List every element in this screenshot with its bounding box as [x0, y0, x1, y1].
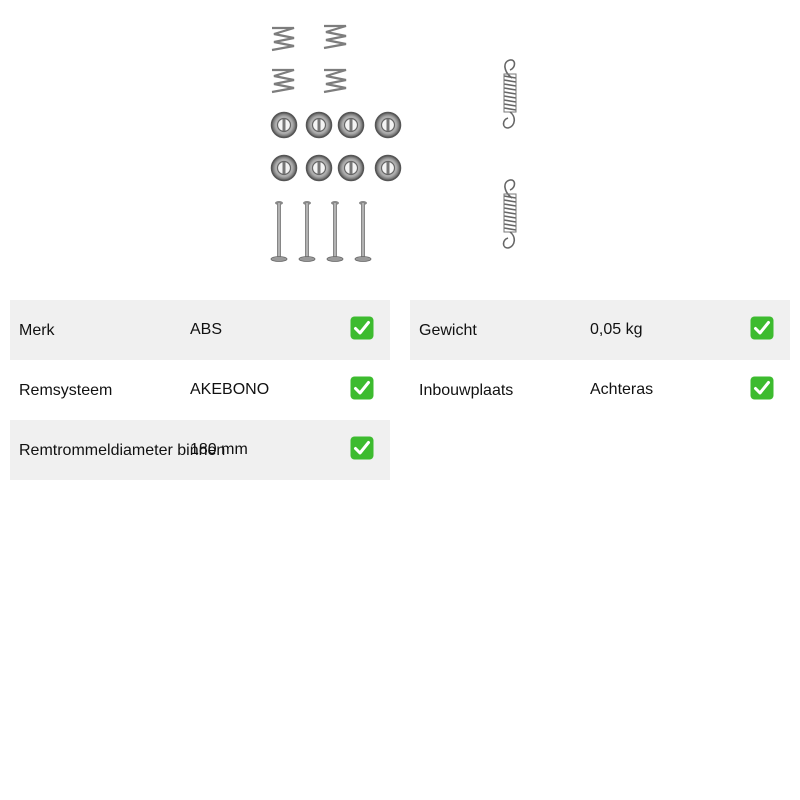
- retaining-pin: [298, 201, 316, 262]
- spec-row-mounting-position: Inbouwplaats Achteras: [410, 360, 790, 420]
- product-image: [260, 18, 540, 268]
- spec-table-right: Gewicht 0,05 kg Inbouwplaats Achteras: [410, 300, 790, 420]
- spec-row-brake-system: Remsysteem AKEBONO: [10, 360, 390, 420]
- return-spring: [502, 59, 517, 129]
- washer: [305, 111, 333, 139]
- spec-label: Merk: [19, 322, 55, 339]
- brake-kit-parts-illustration: [270, 24, 517, 262]
- spec-label: Remsysteem: [19, 382, 113, 399]
- check-mark-icon: [750, 376, 774, 400]
- washer: [305, 154, 333, 182]
- washer: [374, 111, 402, 139]
- spec-label: Gewicht: [419, 322, 477, 339]
- spec-value: 0,05 kg: [590, 321, 643, 338]
- spec-value: Achteras: [590, 381, 654, 398]
- washer: [374, 154, 402, 182]
- compression-spring: [271, 68, 295, 94]
- spec-row-brand: Merk ABS: [10, 300, 390, 360]
- compression-spring: [271, 26, 295, 52]
- washer: [270, 154, 298, 182]
- spec-row-drum-diameter: Remtrommeldiameter binnen 180 mm: [10, 420, 390, 480]
- spec-table-left: Merk ABS Remsysteem AKEBONO Remtrommeldi…: [10, 300, 390, 480]
- washer: [270, 111, 298, 139]
- retaining-pin: [354, 201, 372, 262]
- washer: [337, 154, 365, 182]
- compression-spring: [323, 24, 347, 50]
- spec-row-weight: Gewicht 0,05 kg: [410, 300, 790, 360]
- spec-value: 180 mm: [190, 441, 248, 458]
- spec-value: ABS: [190, 321, 223, 338]
- check-mark-icon: [350, 376, 374, 400]
- check-mark-icon: [350, 316, 374, 340]
- compression-spring: [323, 68, 347, 94]
- spec-label: Remtrommeldiameter binnen: [19, 442, 226, 459]
- return-spring: [502, 179, 517, 249]
- check-mark-icon: [750, 316, 774, 340]
- retaining-pin: [326, 201, 344, 262]
- spec-value: AKEBONO: [190, 381, 270, 398]
- retaining-pin: [270, 201, 288, 262]
- check-mark-icon: [350, 436, 374, 460]
- spec-label: Inbouwplaats: [419, 382, 514, 399]
- washer: [337, 111, 365, 139]
